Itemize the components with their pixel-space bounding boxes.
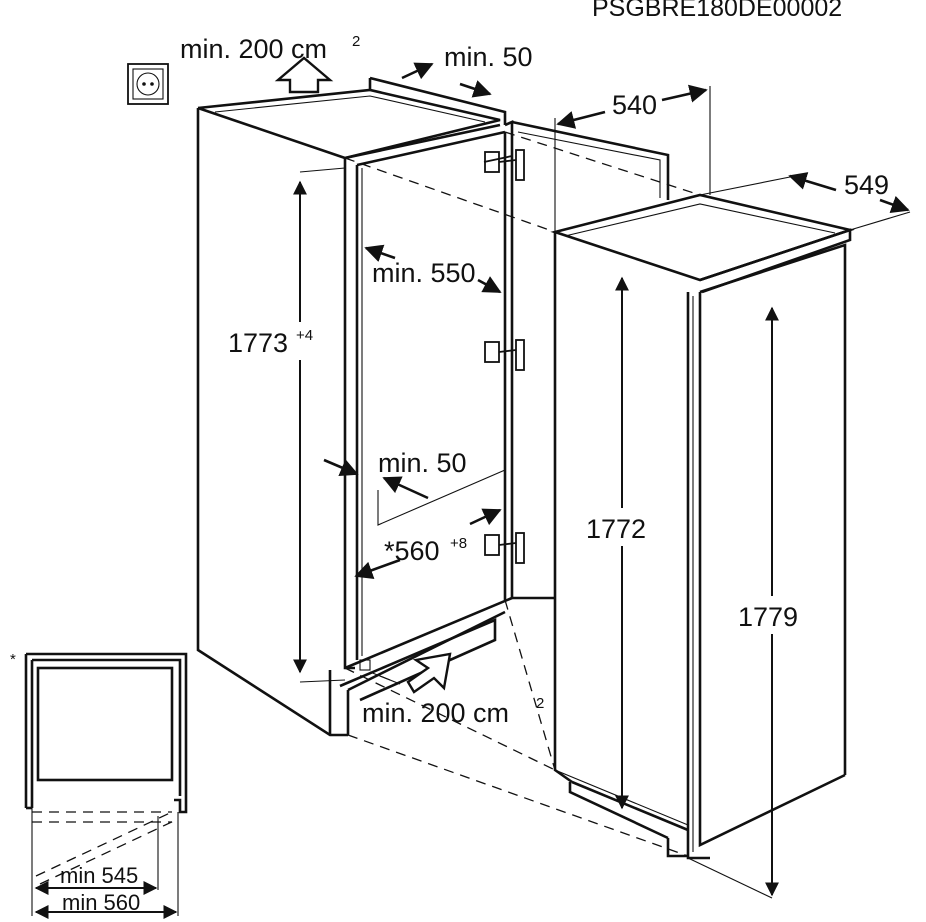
bottom-vent-area-sup: 2 — [536, 695, 544, 712]
niche-height-tolerance: +4 — [296, 327, 313, 344]
niche-width-tolerance: +8 — [450, 535, 467, 552]
dim-niche-width — [354, 508, 502, 579]
niche-depth-label: min. 550 — [372, 258, 476, 288]
top-vent-area-sup: 2 — [352, 33, 360, 50]
hinge-middle — [484, 339, 525, 371]
niche-top-view-detail — [24, 652, 188, 919]
dim-top-gap — [401, 62, 492, 98]
projection-lines — [344, 131, 701, 857]
document-code: PSGBRE180DE00002 — [592, 0, 842, 22]
niche-height-label: 1773 — [228, 328, 288, 358]
appliance-height-door-label: 1779 — [738, 602, 798, 632]
airflow-arrow-up-icon — [274, 56, 334, 94]
detail-min-inner-label: min 545 — [60, 863, 138, 888]
dim-niche-height — [226, 167, 346, 683]
hinge-top — [483, 149, 525, 181]
dim-side-gap — [323, 458, 429, 500]
appliance-width-label: 540 — [612, 90, 657, 120]
bottom-vent-area-label: min. 200 cm — [362, 698, 509, 728]
power-socket-icon — [127, 63, 169, 105]
dim-appliance-height — [584, 276, 664, 810]
top-gap-label: min. 50 — [444, 42, 533, 72]
detail-marker: * — [10, 651, 16, 668]
detail-min-outer-label: min 560 — [62, 890, 140, 915]
hinge-bottom — [484, 532, 525, 564]
airflow-arrow-diagonal-icon — [406, 652, 452, 694]
cabinet-niche — [196, 76, 514, 737]
appliance-height-label: 1772 — [586, 514, 646, 544]
side-gap-label: min. 50 — [378, 448, 467, 478]
dim-appliance-depth — [699, 172, 911, 231]
niche-width-label: *560 — [384, 536, 440, 566]
dim-niche-depth — [364, 244, 502, 294]
dim-appliance-width — [554, 84, 711, 232]
appliance-depth-label: 549 — [844, 170, 889, 200]
top-vent-area-label: min. 200 cm — [180, 34, 327, 64]
dim-appliance-height-door — [687, 306, 816, 899]
